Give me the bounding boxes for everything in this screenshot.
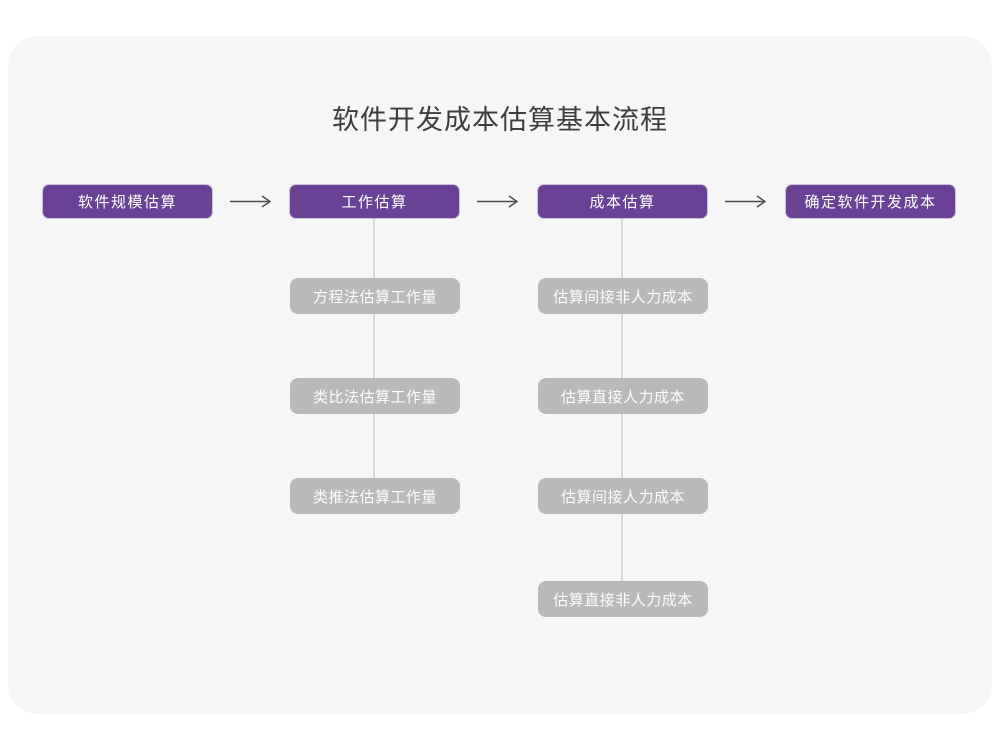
substep-label: 类推法估算工作量 — [312, 488, 437, 506]
substep-label: 方程法估算工作量 — [312, 288, 437, 306]
diagram-card — [8, 36, 992, 714]
substep-box-direct-nonlabor-cost: 估算直接非人力成本 — [538, 581, 708, 617]
stage-box-cost-estimation: 成本估算 — [538, 185, 707, 218]
substep-box-indirect-labor-cost: 估算间接人力成本 — [538, 478, 708, 514]
page-title: 软件开发成本估算基本流程 — [332, 105, 668, 135]
stage-label: 软件规模估算 — [77, 194, 177, 211]
substep-box-extrapolation-method: 类推法估算工作量 — [290, 478, 460, 514]
stage-label: 确定软件开发成本 — [804, 194, 937, 211]
substep-label: 估算间接非人力成本 — [553, 288, 693, 306]
connector-line-work-estimation — [373, 218, 375, 496]
substep-box-analogy-method: 类比法估算工作量 — [290, 378, 460, 414]
substep-box-direct-labor-cost: 估算直接人力成本 — [538, 378, 708, 414]
right-arrow-icon — [724, 194, 768, 209]
substep-label: 估算直接人力成本 — [560, 388, 685, 406]
stage-label: 成本估算 — [589, 194, 656, 211]
right-arrow-icon — [229, 194, 273, 209]
stage-box-work-estimation: 工作估算 — [290, 185, 459, 218]
right-arrow-icon — [476, 194, 520, 209]
substep-label: 类比法估算工作量 — [312, 388, 437, 406]
substep-label: 估算间接人力成本 — [560, 488, 685, 506]
substep-label: 估算直接非人力成本 — [553, 591, 693, 609]
stage-label: 工作估算 — [341, 194, 408, 211]
substep-box-equation-method: 方程法估算工作量 — [290, 278, 460, 314]
substep-box-indirect-nonlabor-cost: 估算间接非人力成本 — [538, 278, 708, 314]
stage-box-software-scale-estimation: 软件规模估算 — [43, 185, 212, 218]
stage-box-determine-dev-cost: 确定软件开发成本 — [786, 185, 955, 218]
